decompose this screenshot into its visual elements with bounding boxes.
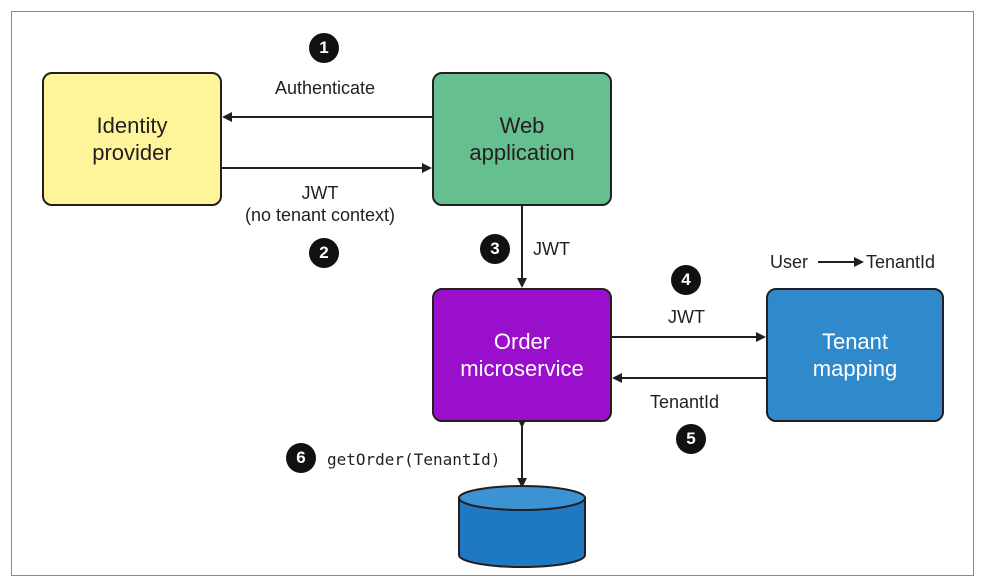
legend-tenantid-label: TenantId [866,252,936,272]
step-badge-2: 2 [309,238,339,268]
tenant-mapping-label: Tenant mapping [812,329,898,381]
step-badge-6: 6 [286,443,316,473]
identity-provider-label: Identity provider [92,113,172,165]
get-order-label: getOrder(TenantId) [327,450,501,469]
step-badge-5: 5 [676,424,706,454]
authenticate-label: Authenticate [275,78,376,98]
no-tenant-context-label: (no tenant context) [244,205,396,225]
legend-user-label: User [770,252,809,272]
jwt-label-4: JWT [668,307,705,327]
order-microservice-label: Order microservice [460,329,584,381]
step-badge-1: 1 [309,33,339,63]
tenantid-label: TenantId [650,392,720,412]
diagram-frame [11,11,974,576]
web-application-label: Web application [469,113,575,165]
order-microservice-node: Order microservice [432,288,612,422]
step-badge-4: 4 [671,265,701,295]
identity-provider-node: Identity provider [42,72,222,206]
step-badge-3: 3 [480,234,510,264]
jwt-label-3: JWT [533,239,570,259]
web-application-node: Web application [432,72,612,206]
tenant-mapping-node: Tenant mapping [766,288,944,422]
jwt-label-1: JWT [301,183,339,203]
database-icon [458,485,586,568]
